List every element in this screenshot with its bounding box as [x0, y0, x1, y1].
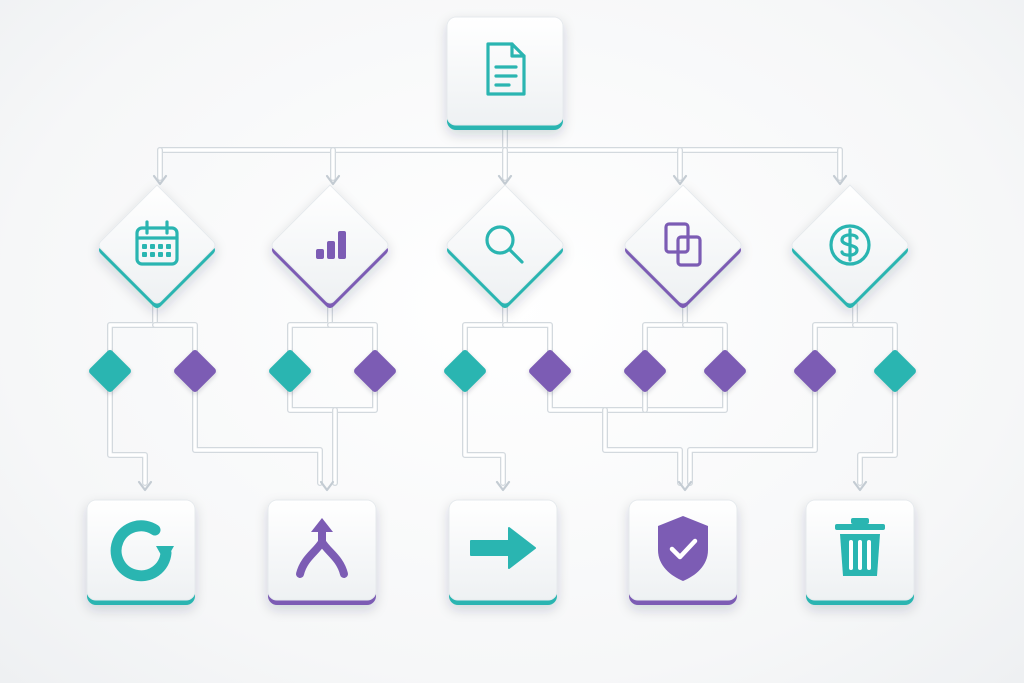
connector-line — [108, 388, 147, 485]
decision-node[interactable] — [271, 184, 389, 308]
decision-node[interactable] — [98, 184, 216, 308]
branch-diamond[interactable] — [88, 349, 133, 394]
node-face — [98, 184, 216, 304]
branch-diamond-shape — [269, 350, 311, 392]
diagram-nodes — [86, 16, 918, 605]
branch-diamond[interactable] — [353, 349, 398, 394]
connector-line-edge — [682, 322, 728, 358]
branch-diamond[interactable] — [703, 349, 748, 394]
node-face — [446, 16, 564, 126]
branch-diamond[interactable] — [443, 349, 488, 394]
arrowhead — [832, 174, 848, 186]
connector-line-edge — [852, 322, 898, 358]
outcome-node[interactable] — [805, 499, 915, 605]
arrowhead — [495, 480, 511, 492]
connector-line — [328, 323, 377, 357]
arrowhead — [152, 174, 168, 186]
connector-line-edge — [687, 387, 818, 486]
branch-diamond[interactable] — [173, 349, 218, 394]
branch-diamond-shape — [89, 350, 131, 392]
arrowhead — [325, 174, 341, 186]
arrowhead — [137, 480, 153, 492]
connector-line-edge — [857, 387, 898, 486]
outcome-node[interactable] — [448, 499, 558, 605]
root-node[interactable] — [446, 16, 564, 130]
dollar-icon — [829, 224, 871, 266]
node-face — [86, 499, 196, 601]
connector-arrowheads — [137, 174, 868, 492]
node-face — [624, 184, 742, 304]
branch-diamond[interactable] — [623, 349, 668, 394]
connector-line — [813, 303, 857, 357]
outcome-node[interactable] — [628, 499, 738, 605]
connector-line-edge — [812, 302, 858, 358]
arrowhead — [319, 480, 335, 492]
branch-diamond-shape — [874, 350, 916, 392]
node-face — [446, 184, 564, 304]
branch-diamond[interactable] — [528, 349, 573, 394]
arrowhead — [672, 174, 688, 186]
connector-line-edge — [462, 387, 506, 486]
branch-diamond[interactable] — [268, 349, 313, 394]
branch-diamond[interactable] — [873, 349, 918, 394]
connector-line-edge — [107, 302, 158, 358]
branch-diamond-shape — [444, 350, 486, 392]
connector-line — [643, 303, 687, 357]
connector-line — [463, 303, 507, 357]
connector-line-edge — [192, 387, 323, 486]
decision-node[interactable] — [446, 184, 564, 308]
branch-diamond-shape — [354, 350, 396, 392]
outcome-node[interactable] — [86, 499, 196, 605]
search-icon — [485, 225, 524, 264]
refresh-icon — [110, 520, 174, 582]
connector-line — [288, 303, 332, 357]
connector-line-edge — [287, 387, 378, 413]
connector-line-edge — [462, 302, 508, 358]
connector-line — [153, 323, 197, 357]
branch-diamond-shape — [174, 350, 216, 392]
connector-line-edge — [602, 407, 683, 486]
connector-line — [688, 388, 817, 485]
branch-diamond-shape — [624, 350, 666, 392]
decision-node[interactable] — [791, 184, 909, 308]
connector-line — [463, 388, 505, 485]
trash-icon — [835, 518, 885, 576]
branch-diamond-shape — [794, 350, 836, 392]
branch-diamond-shape — [529, 350, 571, 392]
outcome-node[interactable] — [267, 499, 377, 605]
connector-line-edge — [327, 322, 378, 358]
arrow-right-icon — [470, 527, 536, 569]
connector-line-edge — [287, 302, 333, 358]
connector-line — [548, 388, 727, 412]
connector-line — [503, 323, 552, 357]
connector-line-edge — [642, 302, 688, 358]
branch-diamond[interactable] — [793, 349, 838, 394]
document-icon — [486, 42, 526, 96]
connector-line — [193, 388, 322, 485]
connector-line — [603, 408, 682, 485]
connector-line — [853, 323, 897, 357]
connector-line-edge — [502, 322, 553, 358]
decision-node[interactable] — [624, 184, 742, 308]
shield-check-icon — [658, 516, 708, 581]
arrowhead — [852, 480, 868, 492]
connector-line — [108, 303, 157, 357]
arrowhead — [677, 480, 693, 492]
calendar-icon — [135, 220, 179, 266]
merge-icon — [296, 518, 348, 578]
copy-icon — [664, 222, 702, 267]
connector-line — [683, 323, 727, 357]
connector-line-edge — [152, 322, 198, 358]
connector-line-edge — [547, 387, 728, 413]
node-face — [267, 499, 377, 601]
bar-chart-icon — [316, 231, 346, 259]
arrowhead — [497, 174, 513, 186]
connector-line-edge — [107, 387, 148, 486]
connector-lines — [107, 125, 898, 486]
branch-diamond-shape — [704, 350, 746, 392]
connector-line — [858, 388, 897, 485]
